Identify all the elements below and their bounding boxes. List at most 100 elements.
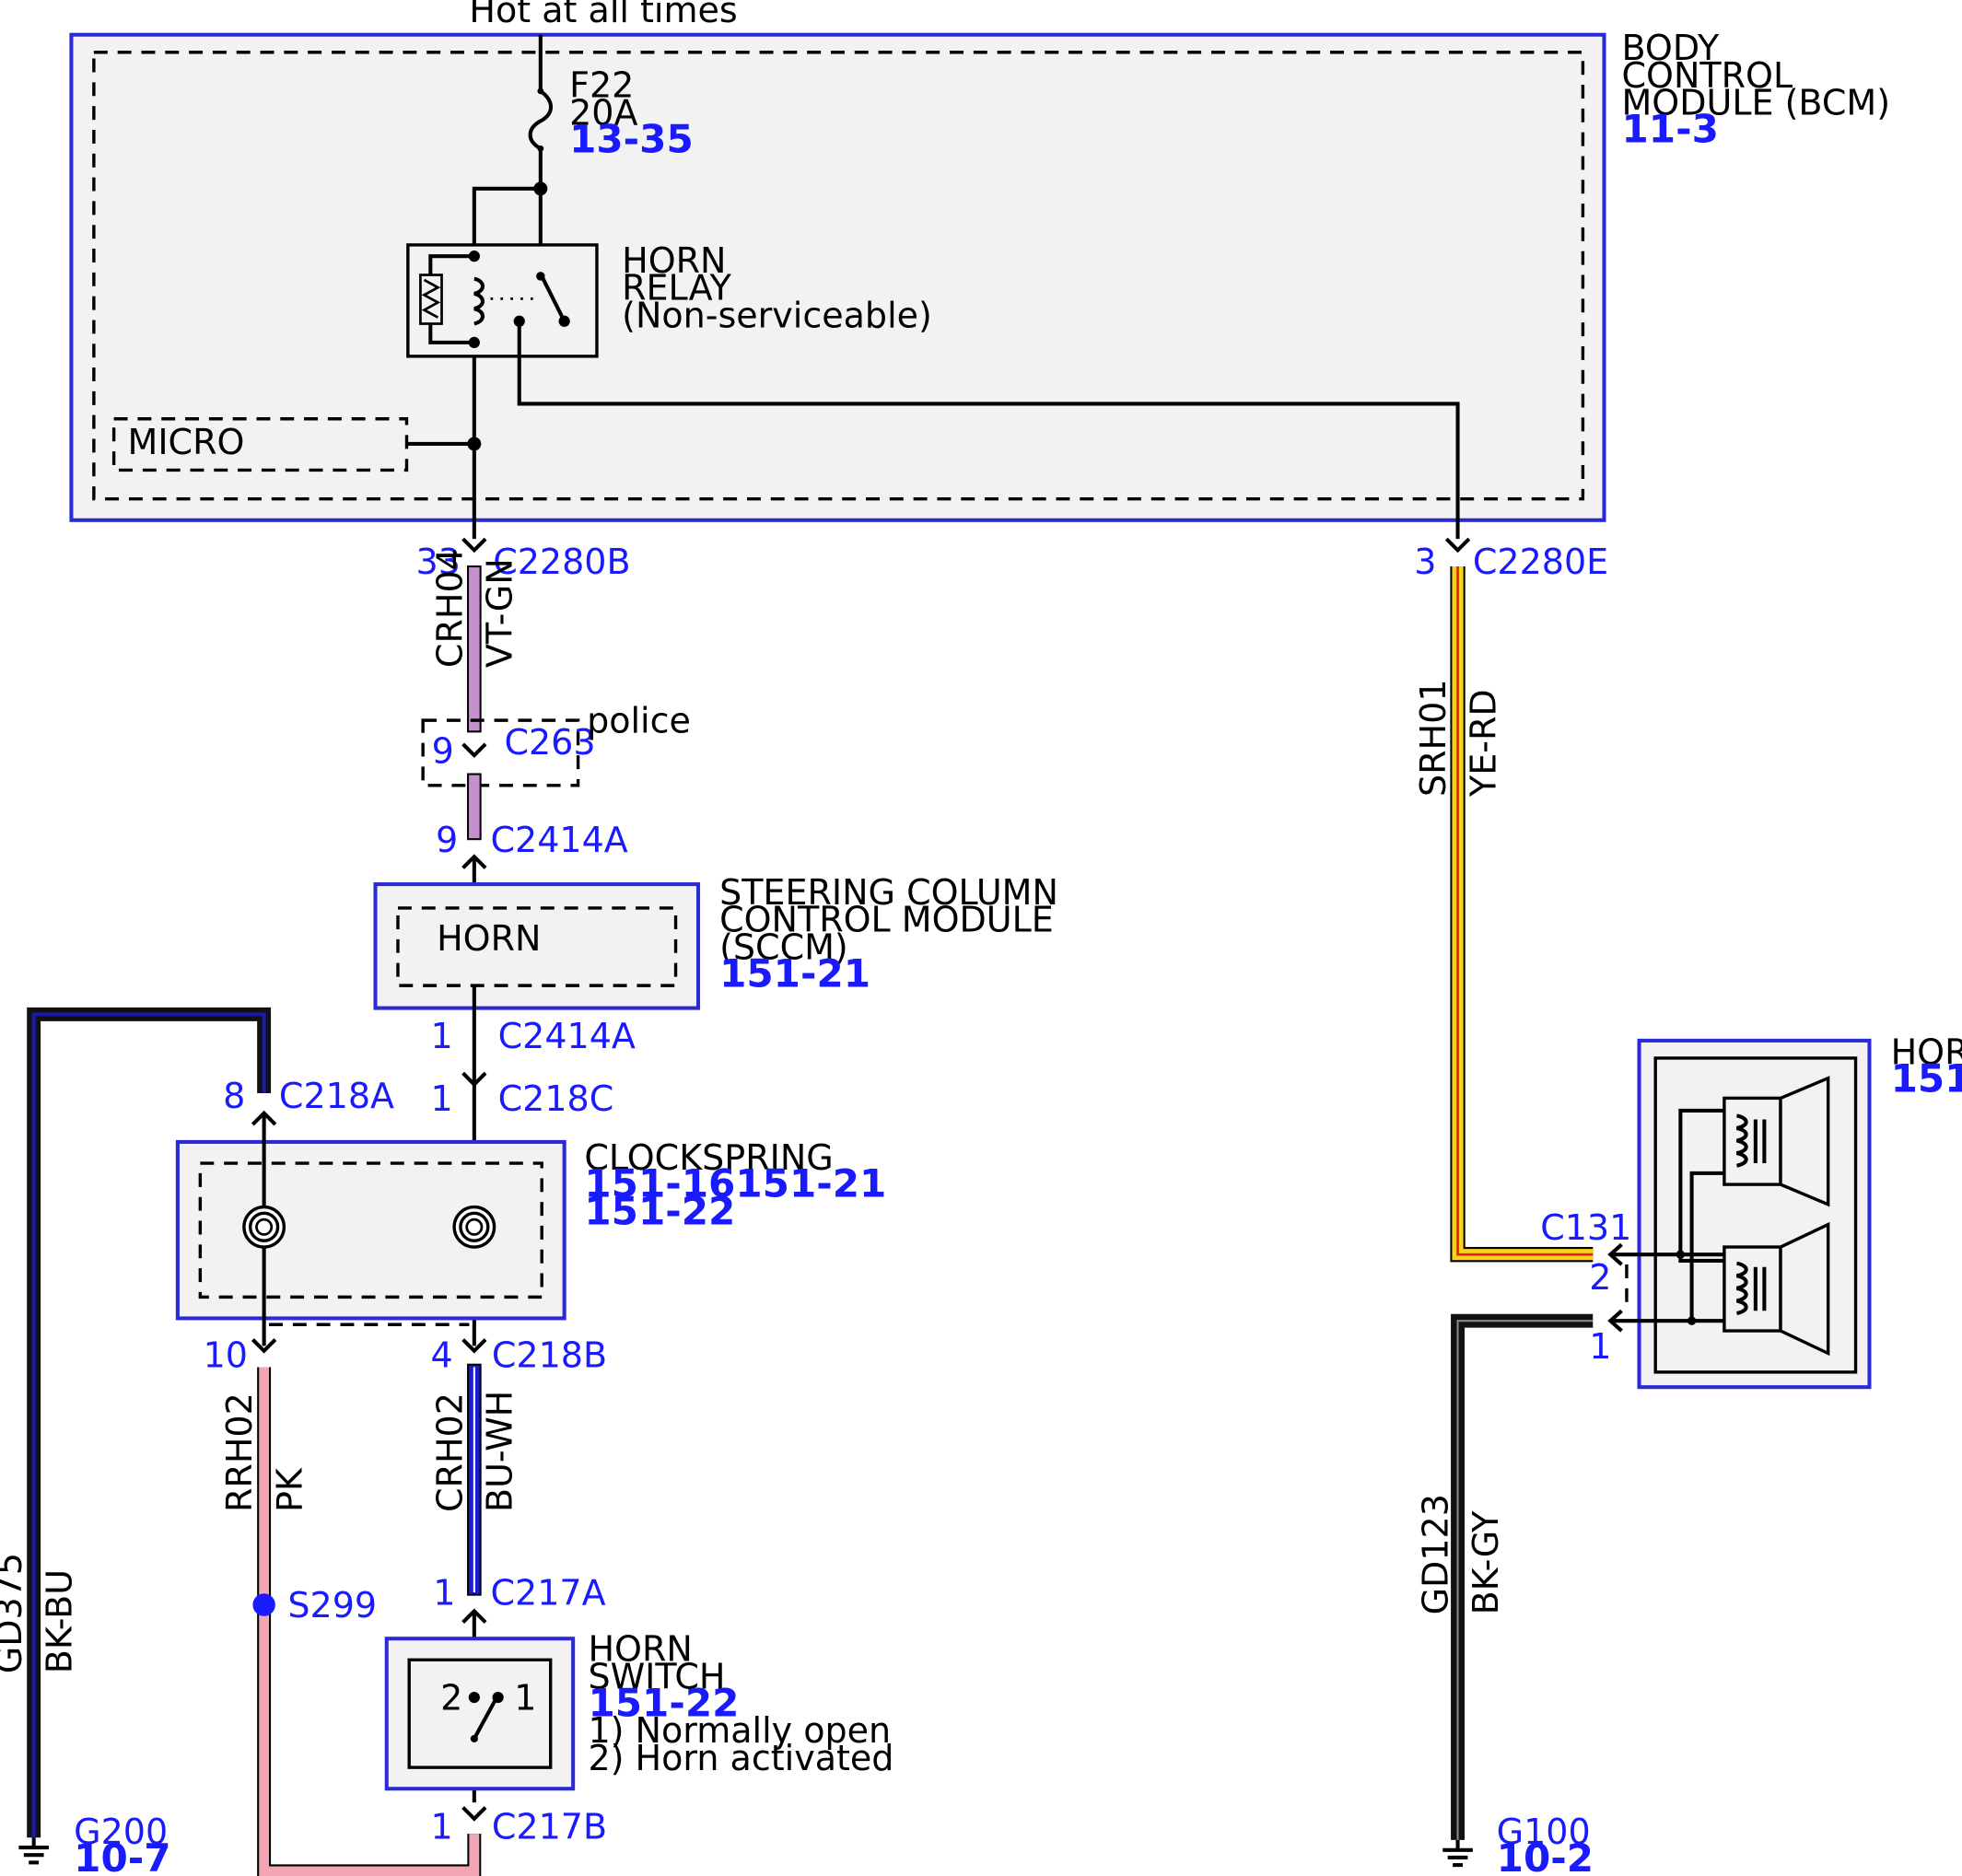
wire-rrh02-circuit: RRH02 [219, 1392, 260, 1512]
connector-c218b[interactable] [461, 1338, 487, 1354]
connector-c2280b[interactable] [461, 537, 487, 553]
wire-crh04-segment[interactable] [467, 773, 482, 841]
c217a-pin: 1 [433, 1573, 455, 1614]
fuse-rating: 20A [569, 93, 637, 134]
sccm-module[interactable] [373, 882, 701, 1010]
wire-gd123-circuit: GD123 [1416, 1494, 1456, 1614]
bcm-module[interactable] [69, 32, 1606, 522]
connector-c218a[interactable] [251, 1110, 277, 1126]
wire-crh02-color: BU-WH [480, 1391, 520, 1512]
c2414a-bot-pin: 1 [431, 1016, 453, 1056]
wire-srh01[interactable] [1450, 566, 1594, 1263]
wire-crh04-circuit: CRH04 [429, 548, 470, 668]
wire-crh04-color: VT-GN [480, 558, 520, 668]
ground-g200-symbol [18, 1837, 49, 1865]
horn-switch-inner [407, 1658, 553, 1769]
c218b-name: C218B [492, 1334, 607, 1375]
horn-switch-ref[interactable]: 151-22 [588, 1680, 739, 1725]
c131-pin-bot: 1 [1589, 1326, 1611, 1367]
c2280b-pin: 33 [416, 542, 461, 582]
c218b-left-pin: 10 [204, 1334, 248, 1375]
c2414a-bot-name: C2414A [498, 1016, 636, 1056]
clockspring-coil-right [452, 1205, 496, 1249]
c217a-name: C217A [491, 1573, 606, 1614]
connector-c218b-pin10[interactable] [251, 1338, 277, 1354]
wire-gd123-color: BK-GY [1466, 1510, 1506, 1615]
relay-contact-arm [539, 273, 566, 322]
bcm-label-line2: CONTROL [1622, 55, 1793, 96]
connector-c217b[interactable] [461, 1806, 487, 1822]
bcm-label-line1: BODY [1622, 28, 1721, 68]
power-label: Hot at all times [469, 0, 737, 30]
clockspring-ref1[interactable]: 151-16151-21 [584, 1161, 886, 1206]
ground-g100-ref[interactable]: 10-2 [1497, 1835, 1594, 1876]
micro-label: MICRO [128, 422, 245, 462]
horn-speaker-2-icon [1723, 1221, 1830, 1357]
c2280b-name: C2280B [493, 542, 630, 582]
horn-title: HORN [1891, 1032, 1962, 1073]
horn-switch-label-line1: HORN [588, 1629, 692, 1670]
horn-switch-note1: 1) Normally open [588, 1710, 891, 1751]
c263-option-box [421, 718, 580, 787]
fuse-end-dot [537, 87, 544, 95]
sccm-label-line1: STEERING COLUMN [719, 872, 1058, 913]
clockspring-module[interactable] [175, 1139, 566, 1321]
c131-name: C131 [1540, 1207, 1631, 1248]
sccm-label-line3: (SCCM) [719, 927, 848, 968]
c2280e-pin: 3 [1414, 542, 1436, 582]
connector-c2280e[interactable] [1444, 537, 1471, 553]
c218b-pin: 4 [431, 1334, 453, 1375]
wire-rrh02-color: PK [269, 1467, 309, 1512]
sccm-inner-label: HORN [437, 918, 541, 959]
c263-pin: 9 [432, 730, 454, 771]
horn-switch-pin-left: 2 [440, 1678, 462, 1719]
fuse-name: F22 [569, 65, 634, 106]
ground-g200-name: G200 [74, 1812, 168, 1852]
c218a-pin: 8 [223, 1076, 245, 1116]
horn-switch-label-line2: SWITCH [588, 1657, 725, 1697]
c218c-pin: 1 [431, 1078, 453, 1119]
horn-switch-note2: 2) Horn activated [588, 1738, 893, 1778]
ground-g200-ref[interactable]: 10-7 [74, 1835, 170, 1876]
relay-coil-symbol [473, 276, 485, 326]
connector-c263[interactable] [461, 742, 487, 759]
ground-g100-symbol [1442, 1839, 1473, 1868]
horn-relay [406, 243, 599, 358]
c2414a-top-name: C2414A [491, 820, 628, 860]
clockspring-coil-left [242, 1205, 286, 1249]
relay-label-line3: (Non-serviceable) [622, 296, 932, 336]
horn-switch-contacts [468, 1691, 504, 1742]
relay-output-wire [517, 320, 1460, 540]
wire-crh02-circuit: CRH02 [429, 1392, 470, 1512]
ground-g100-name: G100 [1497, 1812, 1591, 1852]
c217b-pin: 1 [431, 1807, 453, 1847]
sccm-label-line2: CONTROL MODULE [719, 900, 1054, 940]
splice-s299-name: S299 [287, 1585, 377, 1625]
sccm-ref[interactable]: 151-21 [719, 950, 870, 996]
clockspring-ref2[interactable]: 151-22 [584, 1189, 735, 1234]
relay-diode-symbol [421, 278, 441, 319]
wire-crh04[interactable] [467, 565, 482, 733]
c263-option-label: police [587, 701, 691, 741]
wire-srh01-color: YE-RD [1463, 689, 1503, 798]
horn-speaker-1-icon [1723, 1076, 1830, 1207]
c218a-name: C218A [279, 1076, 394, 1116]
wire-srh01-circuit: SRH01 [1413, 679, 1454, 797]
horn-switch-pin-right: 1 [514, 1678, 536, 1719]
fuse-ref[interactable]: 13-35 [569, 116, 694, 161]
c2280e-name: C2280E [1473, 542, 1608, 582]
bcm-ref[interactable]: 11-3 [1622, 107, 1719, 152]
clockspring-title: CLOCKSPRING [584, 1137, 833, 1178]
c2414a-top-pin: 9 [436, 820, 458, 860]
connector-c218c[interactable] [461, 1071, 487, 1088]
wire-gd375-circuit: GD375 [0, 1553, 29, 1673]
fuse-f22-symbol [528, 89, 554, 151]
bcm-label-line3: MODULE (BCM) [1622, 83, 1891, 123]
relay-label-line1: HORN [622, 240, 726, 281]
splice-s299[interactable] [252, 1593, 275, 1616]
c218c-name: C218C [498, 1078, 614, 1119]
horn-ref[interactable]: 151-1 [1891, 1056, 1962, 1101]
c131-pin-top: 2 [1589, 1257, 1611, 1298]
relay-coil-feed-wire [472, 186, 541, 540]
relay-label-line2: RELAY [622, 268, 732, 309]
